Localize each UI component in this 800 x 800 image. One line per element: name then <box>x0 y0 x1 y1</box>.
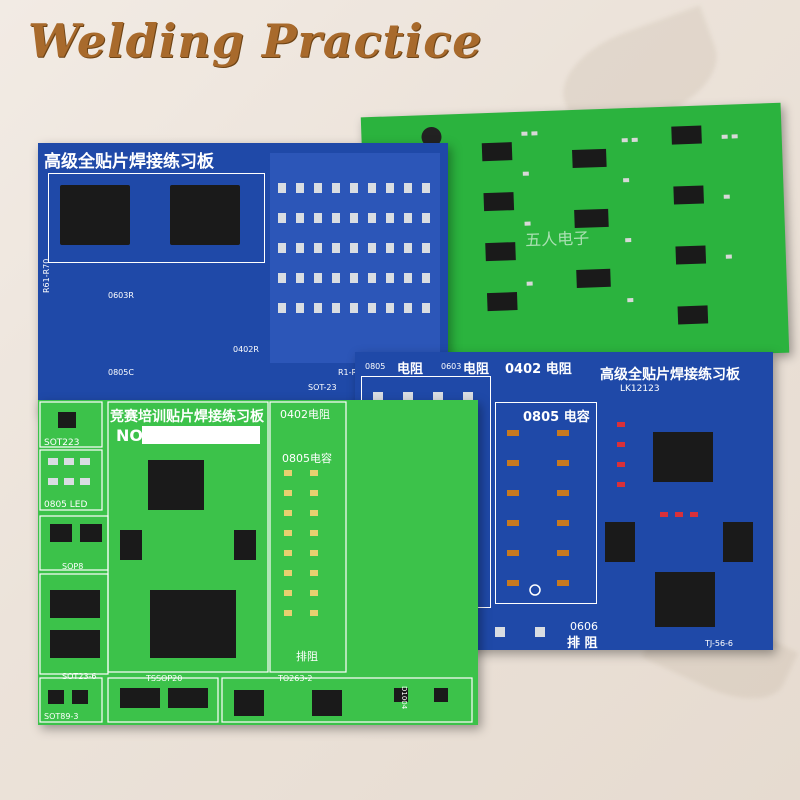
label-sot23: SOT-23 <box>308 383 337 392</box>
label-0402r: 0402R <box>233 345 259 354</box>
green-pcb-front: 竞赛培训贴片焊接练习板 NO: 0402电阻 0805电容 SOT223 080… <box>38 400 478 725</box>
resistor-grid-art <box>278 183 430 313</box>
qfp-chip <box>60 185 130 245</box>
label-0805c: 0805C <box>108 368 134 377</box>
watermark: 五人电子 <box>524 228 590 250</box>
label-sot23-6: SOT23-6 <box>62 672 97 681</box>
label-array-resistor: 排 阻 <box>567 636 598 651</box>
label-array: 排阻 <box>296 650 318 663</box>
green-pcb-back-art <box>421 125 738 325</box>
label-r61: R61-R70 <box>42 258 51 293</box>
no-label: NO: <box>116 426 150 445</box>
qfp-chip <box>170 185 240 245</box>
label-0402-resistor: 0402电阻 <box>280 408 330 421</box>
label-0805-led: 0805 LED <box>44 500 88 510</box>
label-sot89-3: SOT89-3 <box>44 712 79 721</box>
label-0603: 0603 <box>441 362 462 371</box>
blue-pcb-left: 高级全贴片焊接练习板 R61-R70 060 <box>38 143 448 413</box>
green-title: 竞赛培训贴片焊接练习板 <box>110 409 264 425</box>
label-sop8: SOP8 <box>62 562 84 571</box>
label-d1004: D1004 <box>400 686 408 710</box>
serial-number-field <box>142 426 260 444</box>
label-resistor-2: 电阻 <box>463 362 490 377</box>
label-0805-cap: 0805 电容 <box>523 410 590 425</box>
green-front-art <box>39 401 473 723</box>
resistor-grid <box>270 153 440 363</box>
label-0603r: 0603R <box>108 291 134 300</box>
label-tj: TJ-56-6 <box>705 639 734 648</box>
label-sot223: SOT223 <box>44 438 80 448</box>
label-resistor: 电阻 <box>397 362 424 377</box>
model-number: LK12123 <box>620 384 660 394</box>
label-0805: 0805 <box>365 362 386 371</box>
label-r1-r50: R1-R50 <box>338 368 368 377</box>
blue-right-title: 高级全贴片焊接练习板 <box>600 367 740 383</box>
blue-left-title: 高级全贴片焊接练习板 <box>44 152 214 172</box>
qfp-area <box>48 173 265 263</box>
label-0606: 0606 <box>570 620 598 633</box>
label-0402: 0402 电阻 <box>505 362 572 377</box>
label-0805-cap: 0805电容 <box>282 452 332 465</box>
cap-column <box>495 402 597 604</box>
page-title: Welding Practice <box>28 14 483 68</box>
green-pcb-back: 五人电子 <box>360 102 790 368</box>
